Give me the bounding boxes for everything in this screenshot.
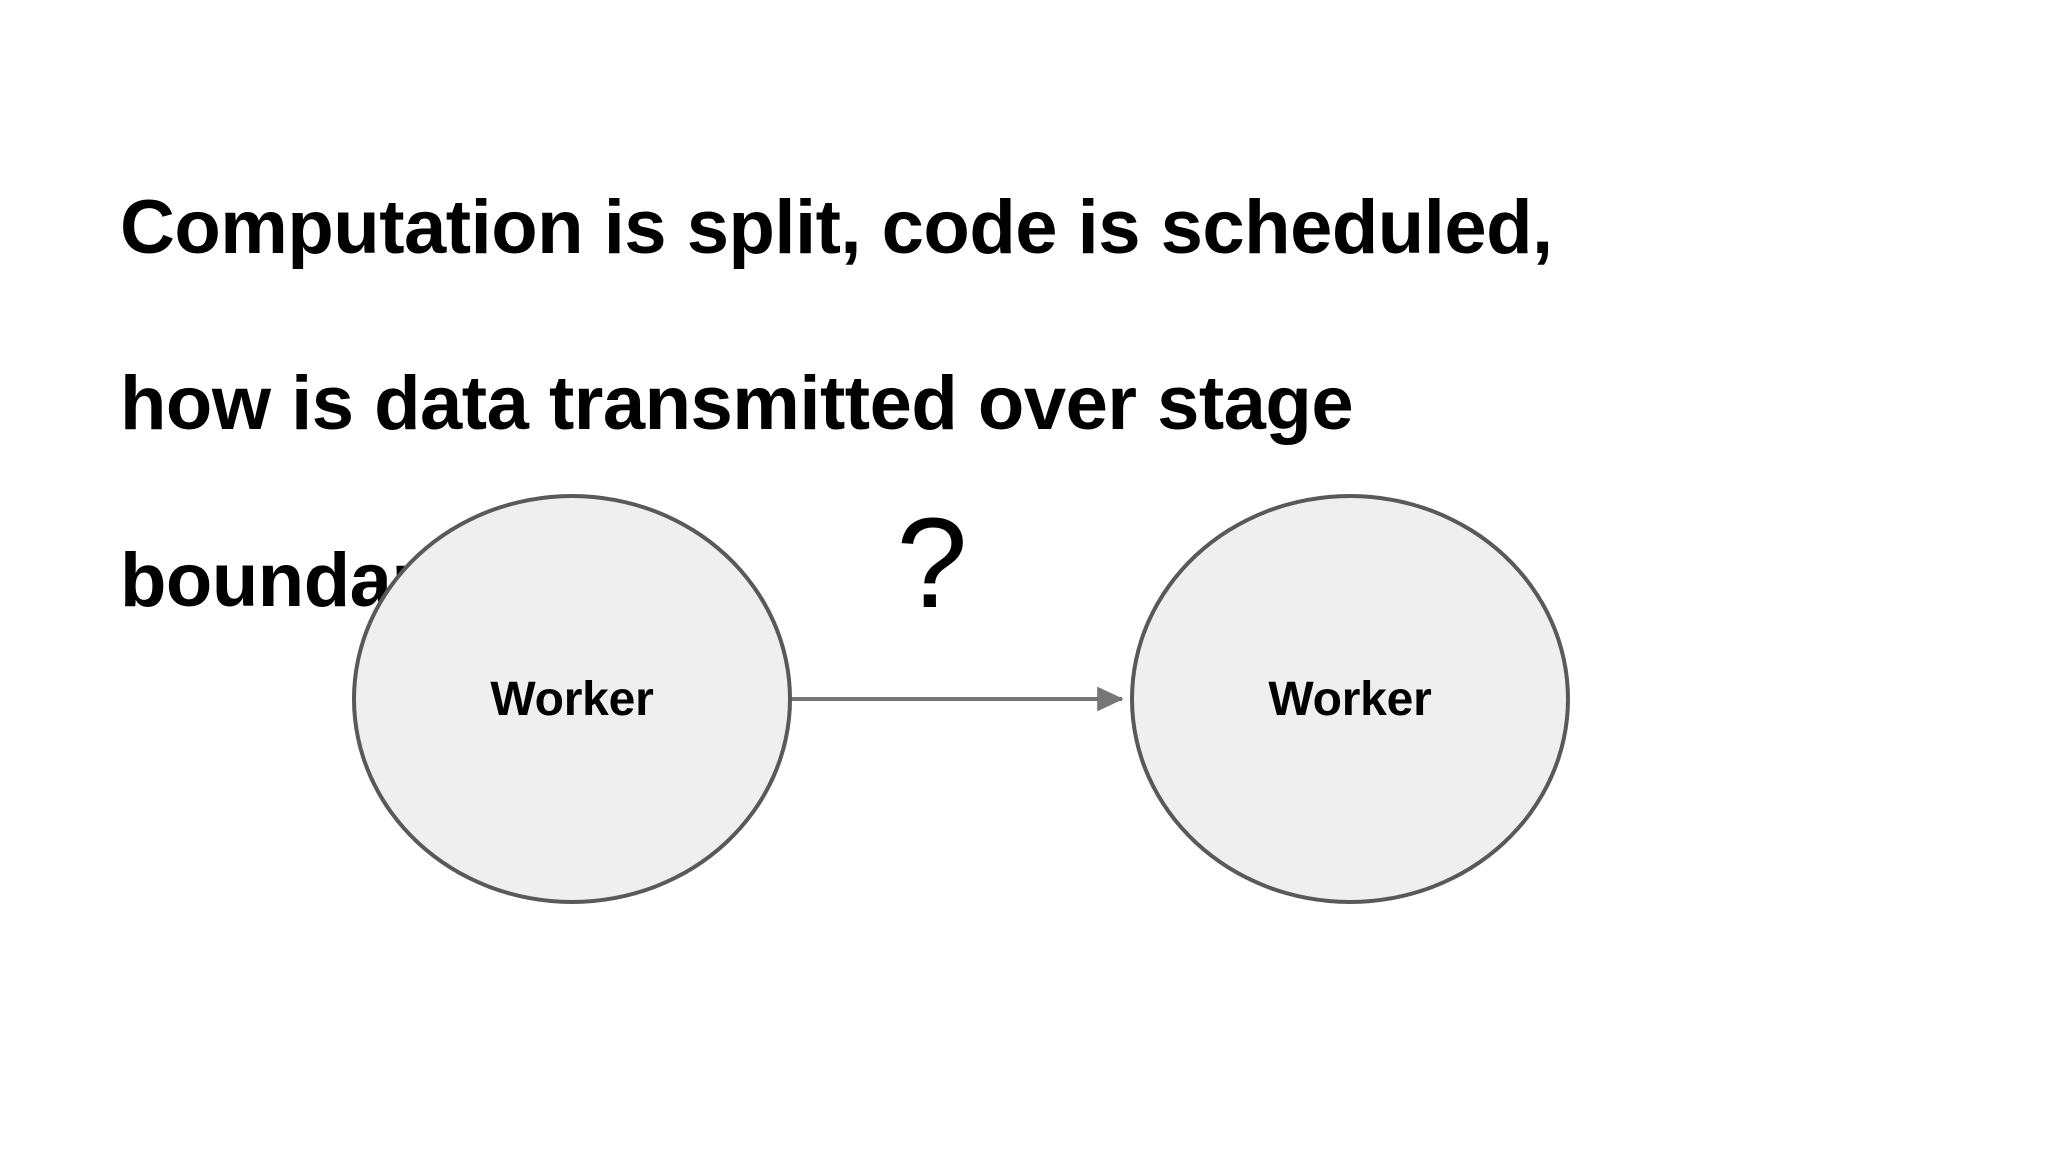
- node-worker-left[interactable]: Worker: [352, 494, 792, 904]
- title-line-2: how is data transmitted over stage: [120, 361, 1354, 447]
- title-line-1: Computation is split, code is scheduled,: [120, 185, 1553, 271]
- node-worker-right[interactable]: Worker: [1130, 494, 1570, 904]
- node-worker-right-label: Worker: [1268, 672, 1432, 726]
- question-mark-annotation: ?: [896, 492, 968, 635]
- node-worker-left-label: Worker: [490, 672, 654, 726]
